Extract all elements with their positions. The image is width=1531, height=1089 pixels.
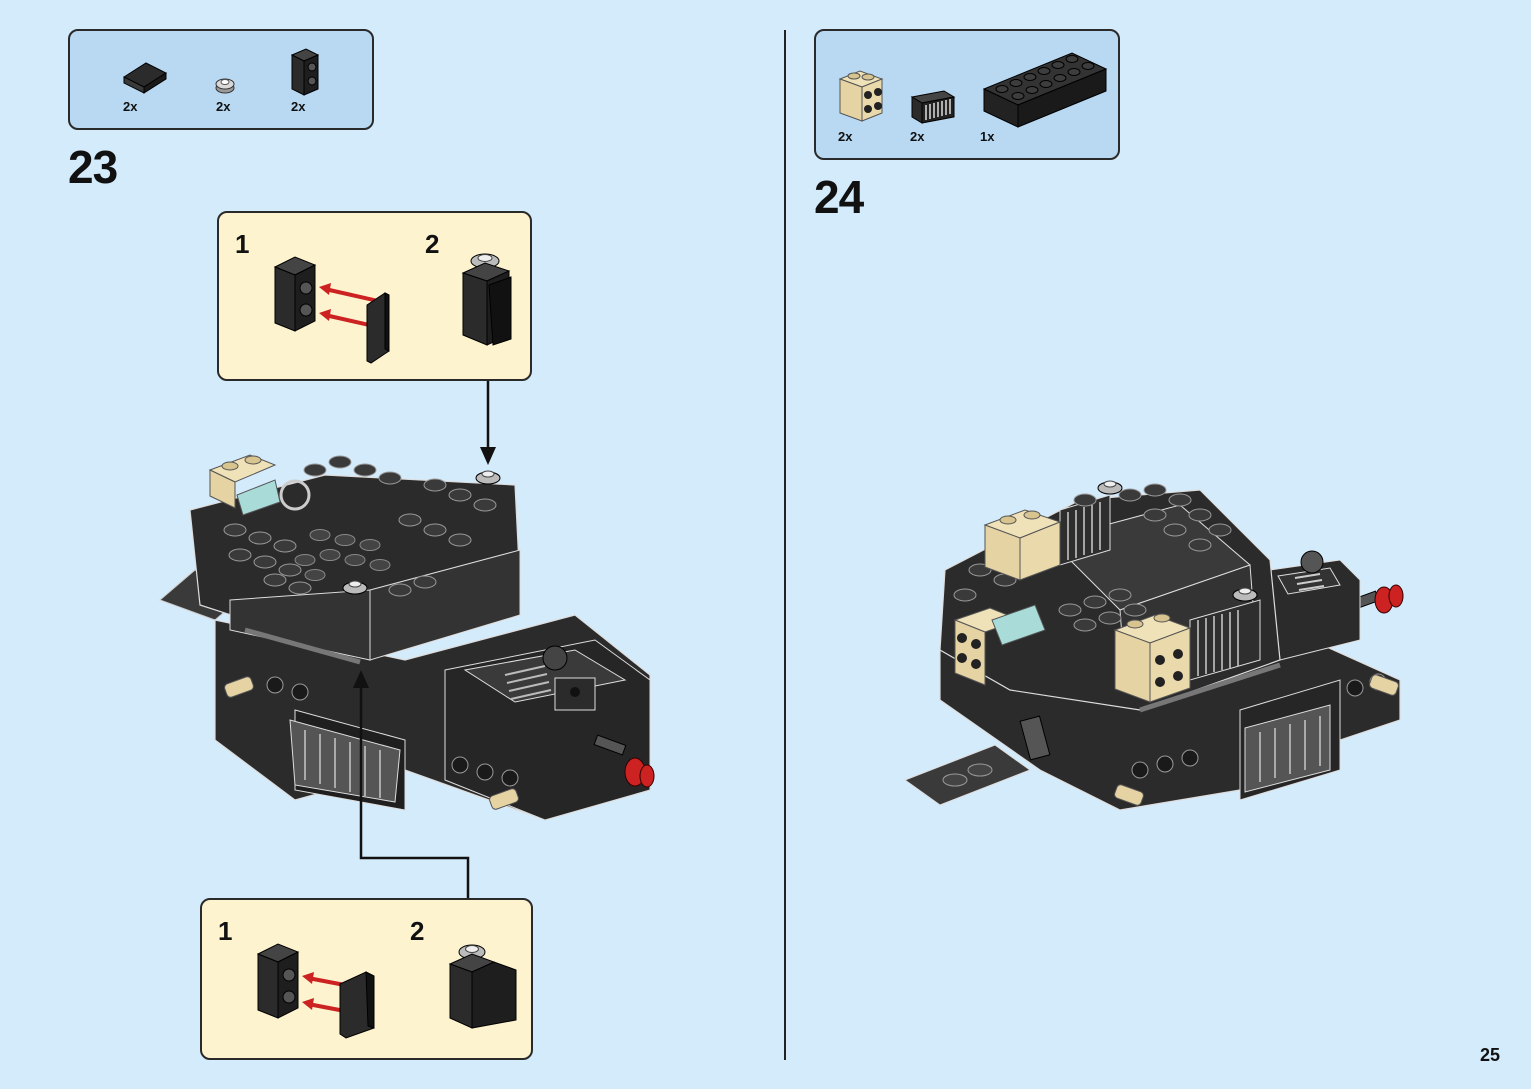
side-stud-brick-icon [273, 256, 317, 332]
part-qty: 2x [291, 99, 306, 114]
part-qty: 2x [123, 99, 138, 114]
slope-brick-icon [339, 971, 375, 1039]
parts-box-step-23: 2x 2x 2x [68, 29, 374, 130]
substep-number: 1 [218, 916, 233, 946]
substep-number: 1 [235, 229, 250, 259]
substep-number: 2 [425, 229, 440, 259]
assembled-brick-icon [448, 944, 517, 1029]
slope-brick-icon [122, 62, 168, 94]
side-stud-brick-icon [290, 48, 320, 96]
connector-arrow-up-icon [353, 670, 470, 898]
step-divider [784, 30, 786, 1060]
tan-side-stud-brick-icon [838, 70, 884, 122]
step-24-model-illustration [903, 480, 1404, 811]
parts-box-step-24: 2x 2x 1x [814, 29, 1120, 160]
connector-arrow-down-icon [480, 381, 496, 465]
page-number: 25 [1480, 1045, 1501, 1065]
grille-brick-icon [910, 90, 956, 124]
part-qty: 2x [838, 129, 853, 144]
assembled-brick-icon [461, 253, 512, 346]
part-qty: 2x [910, 129, 925, 144]
step-number-24: 24 [814, 171, 864, 223]
substep-box-bottom: 1 2 [200, 898, 533, 1060]
substep-number: 2 [410, 916, 425, 946]
round-plate-icon [215, 78, 235, 94]
step-23-model-illustration [159, 454, 655, 821]
brick-2x6-icon [982, 52, 1108, 128]
slope-tile-icon [366, 292, 390, 364]
side-stud-brick-icon [256, 943, 300, 1019]
part-qty: 1x [980, 129, 995, 144]
part-qty: 2x [216, 99, 231, 114]
substep-box-top: 1 2 [217, 211, 532, 381]
step-number-23: 23 [68, 141, 118, 193]
